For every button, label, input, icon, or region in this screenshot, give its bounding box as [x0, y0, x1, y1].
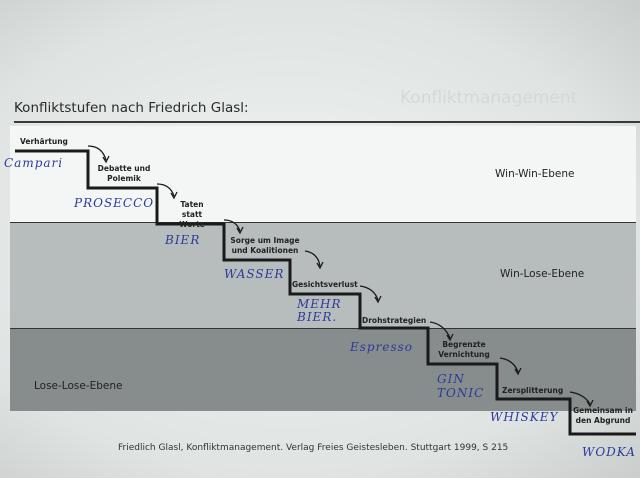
background-heading: Konfliktmanagement: [400, 88, 578, 108]
staircase-line: [15, 149, 636, 436]
handwritten-note: WHISKEY: [490, 410, 559, 424]
step-6: Drohstrategien: [362, 316, 427, 325]
level-lose-lose: Lose-Lose-Ebene: [34, 380, 123, 392]
step-5: Gesichtsverlust: [292, 280, 358, 289]
step-9: Gemeinsam in den Abgrund: [573, 406, 633, 425]
band-lose-lose: [10, 328, 636, 411]
handwritten-note: Campari: [4, 156, 64, 170]
step-7: Begrenzte Vernichtung: [438, 340, 490, 359]
handwritten-note: WODKA: [582, 445, 636, 459]
level-win-lose: Win-Lose-Ebene: [500, 268, 585, 280]
page-title: Konfliktstufen nach Friedrich Glasl:: [14, 100, 249, 116]
title-underline: [14, 121, 640, 123]
step-4: Sorge um Image und Koalitionen: [230, 236, 300, 255]
step-1: Verhärtung: [20, 137, 68, 146]
handwritten-note: BIER: [165, 233, 201, 247]
source-caption: Friedlich Glasl, Konfliktmanagement. Ver…: [118, 443, 509, 453]
handwritten-note: GIN TONIC: [437, 372, 485, 400]
arrows: [87, 145, 594, 408]
handwritten-note: PROSECCO: [74, 196, 155, 210]
handwritten-note: WASSER: [224, 267, 285, 281]
step-2: Debatte und Polemik: [97, 164, 151, 183]
step-3: Taten statt Worte: [179, 200, 205, 229]
band-win-lose: [10, 222, 636, 329]
step-8: Zersplitterung: [502, 386, 564, 395]
handwritten-note: Espresso: [350, 340, 413, 354]
handwritten-note: MEHR BIER.: [297, 297, 342, 324]
band-win-win: [10, 126, 636, 222]
level-win-win: Win-Win-Ebene: [495, 168, 575, 180]
